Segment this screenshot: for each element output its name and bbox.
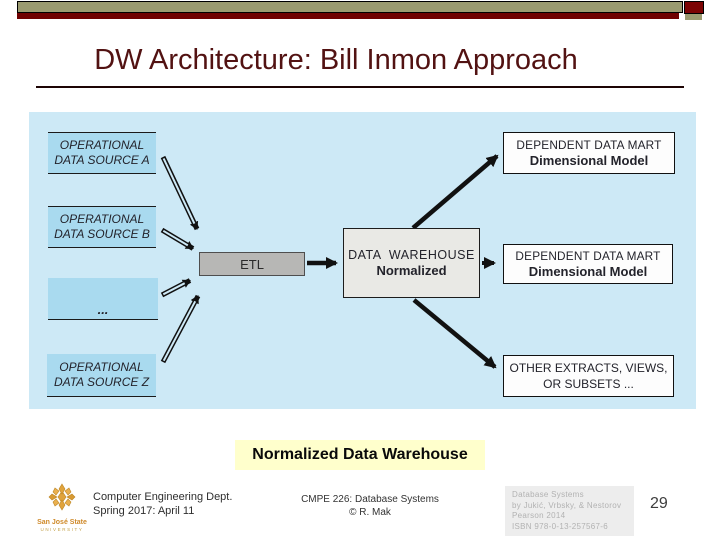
logo-subtitle: UNIVERSITY <box>40 527 84 532</box>
source-z-line2: DATA SOURCE Z <box>53 375 150 389</box>
footer-dept: Computer Engineering Dept. <box>93 491 233 503</box>
source-ellipsis-label: ... <box>97 302 109 317</box>
source-b-line2: DATA SOURCE B <box>54 227 150 241</box>
source-b-line1: OPERATIONAL <box>59 212 145 226</box>
warehouse-line1: DATA WAREHOUSE <box>348 248 475 262</box>
title-underline <box>36 86 684 88</box>
header-bar-olive <box>17 1 683 13</box>
logo-institution: San José State <box>37 519 87 526</box>
footer-term: Spring 2017: April 11 <box>93 504 195 517</box>
source-a-line2: DATA SOURCE A <box>54 153 150 167</box>
header-square-red <box>684 1 704 14</box>
source-a-line1: OPERATIONAL <box>59 138 145 152</box>
page-number: 29 <box>650 495 668 512</box>
source-z-line1: OPERATIONAL <box>59 360 144 374</box>
book-isbn: ISBN 978-0-13-257567-6 <box>512 521 608 531</box>
university-logo: San José State UNIVERSITY <box>36 483 88 533</box>
warehouse-line2: Normalized <box>376 263 447 278</box>
book-authors: by Jukić, Vrbsky, & Nestorov <box>512 500 622 510</box>
box-operational-source-b: OPERATIONAL DATA SOURCE B <box>48 206 156 248</box>
dm-top-line2: Dimensional Model <box>529 153 649 168</box>
box-operational-source-a: OPERATIONAL DATA SOURCE A <box>48 132 156 174</box>
footer-copyright: © R. Mak <box>349 507 391 518</box>
box-etl: ETL <box>199 252 305 276</box>
box-dependent-data-mart-mid: DEPENDENT DATA MART Dimensional Model <box>503 244 673 284</box>
dm-mid-line1: DEPENDENT DATA MART <box>515 249 661 263</box>
university-emblem-icon <box>48 483 76 511</box>
header-square-olive <box>685 14 702 20</box>
etl-label: ETL <box>240 256 264 272</box>
box-dependent-data-mart-top: DEPENDENT DATA MART Dimensional Model <box>503 132 675 174</box>
dm-top-line1: DEPENDENT DATA MART <box>516 138 662 152</box>
footer-left: Computer Engineering Dept. Spring 2017: … <box>93 491 232 518</box>
other-extracts-line2: OR SUBSETS ... <box>543 377 634 391</box>
book-publisher: Pearson 2014 <box>512 511 566 520</box>
box-other-extracts: OTHER EXTRACTS, VIEWS, OR SUBSETS ... <box>503 355 674 397</box>
header-bar-maroon <box>17 13 679 19</box>
box-data-warehouse: DATA WAREHOUSE Normalized <box>343 228 480 298</box>
box-source-ellipsis: ... <box>48 278 158 320</box>
box-operational-source-z: OPERATIONAL DATA SOURCE Z <box>47 354 156 397</box>
slide-title: DW Architecture: Bill Inmon Approach <box>94 44 578 76</box>
book-title: Database Systems <box>512 490 584 499</box>
dm-mid-line2: Dimensional Model <box>528 264 648 279</box>
footer-center: CMPE 226: Database Systems © R. Mak <box>260 493 480 519</box>
caption-highlight: Normalized Data Warehouse <box>235 440 485 470</box>
other-extracts-line1: OTHER EXTRACTS, VIEWS, <box>509 361 668 375</box>
footer-course: CMPE 226: Database Systems <box>301 494 439 505</box>
footer-book-reference: Database Systems by Jukić, Vrbsky, & Nes… <box>505 486 634 536</box>
